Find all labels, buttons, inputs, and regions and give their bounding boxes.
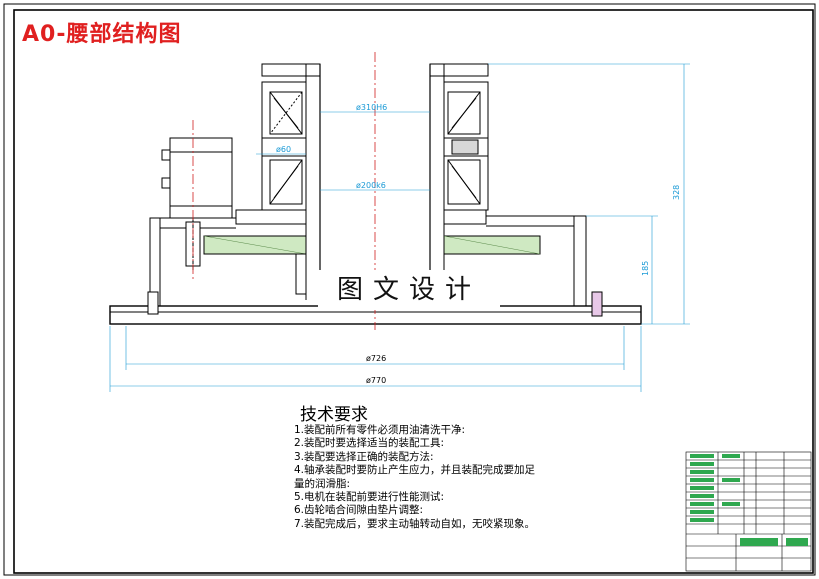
bolt-left [147,291,159,315]
bolt-right [591,291,603,317]
requirement-item: 2.装配时要选择适当的装配工具: [294,437,445,450]
requirement-item: 7.装配完成后，要求主动轴转动自如，无咬紧现象。 [294,517,536,530]
spacer-left [261,137,307,157]
inner-frame [13,9,814,574]
dim-height-total: 328 [672,185,681,200]
watermark-text: 图文设计 [318,270,500,310]
motor-body [169,137,233,219]
motor-terminal-lower [161,177,171,189]
requirement-item: 5.电机在装配前要进行性能测试: [294,491,445,504]
requirement-item: 1.装配前所有零件必须用油清洗干净: [294,424,466,436]
dim-bore-upper: ø310H6 [356,103,387,112]
top-cap-left [261,63,321,77]
drawing-title: A0-腰部结构图 [22,22,182,47]
requirement-item: 6.齿轮啮合间隙由垫片调整: [294,504,424,517]
dim-motor-small: ø60 [276,145,291,154]
title-block [685,451,812,572]
top-cap-right [429,63,489,77]
requirement-item: 量的润滑脂: [294,477,351,490]
dim-outer-base: ø770 [366,376,386,385]
housing-right-wall [573,215,587,307]
flange-left [235,209,307,225]
dim-height-partial: 185 [641,261,650,276]
spacer-right [443,137,489,157]
requirement-item: 4.轴承装配时要防止产生应力，并且装配完成要加足 [294,464,536,477]
dimension-lines [109,63,690,392]
flange-right [443,209,487,225]
dim-bore-lower: ø200k6 [356,181,386,190]
motor-terminal-upper [161,149,171,161]
requirement-item: 3.装配要选择正确的装配方法: [294,450,434,463]
dim-inner-base: ø726 [366,354,386,363]
outer-frame [3,3,816,576]
requirements-heading: 技术要求 [300,405,368,425]
requirements-list: 1.装配前所有零件必须用油清洗干净: 2.装配时要选择适当的装配工具: 3.装配… [294,424,535,531]
bolt-center-left [295,253,307,295]
